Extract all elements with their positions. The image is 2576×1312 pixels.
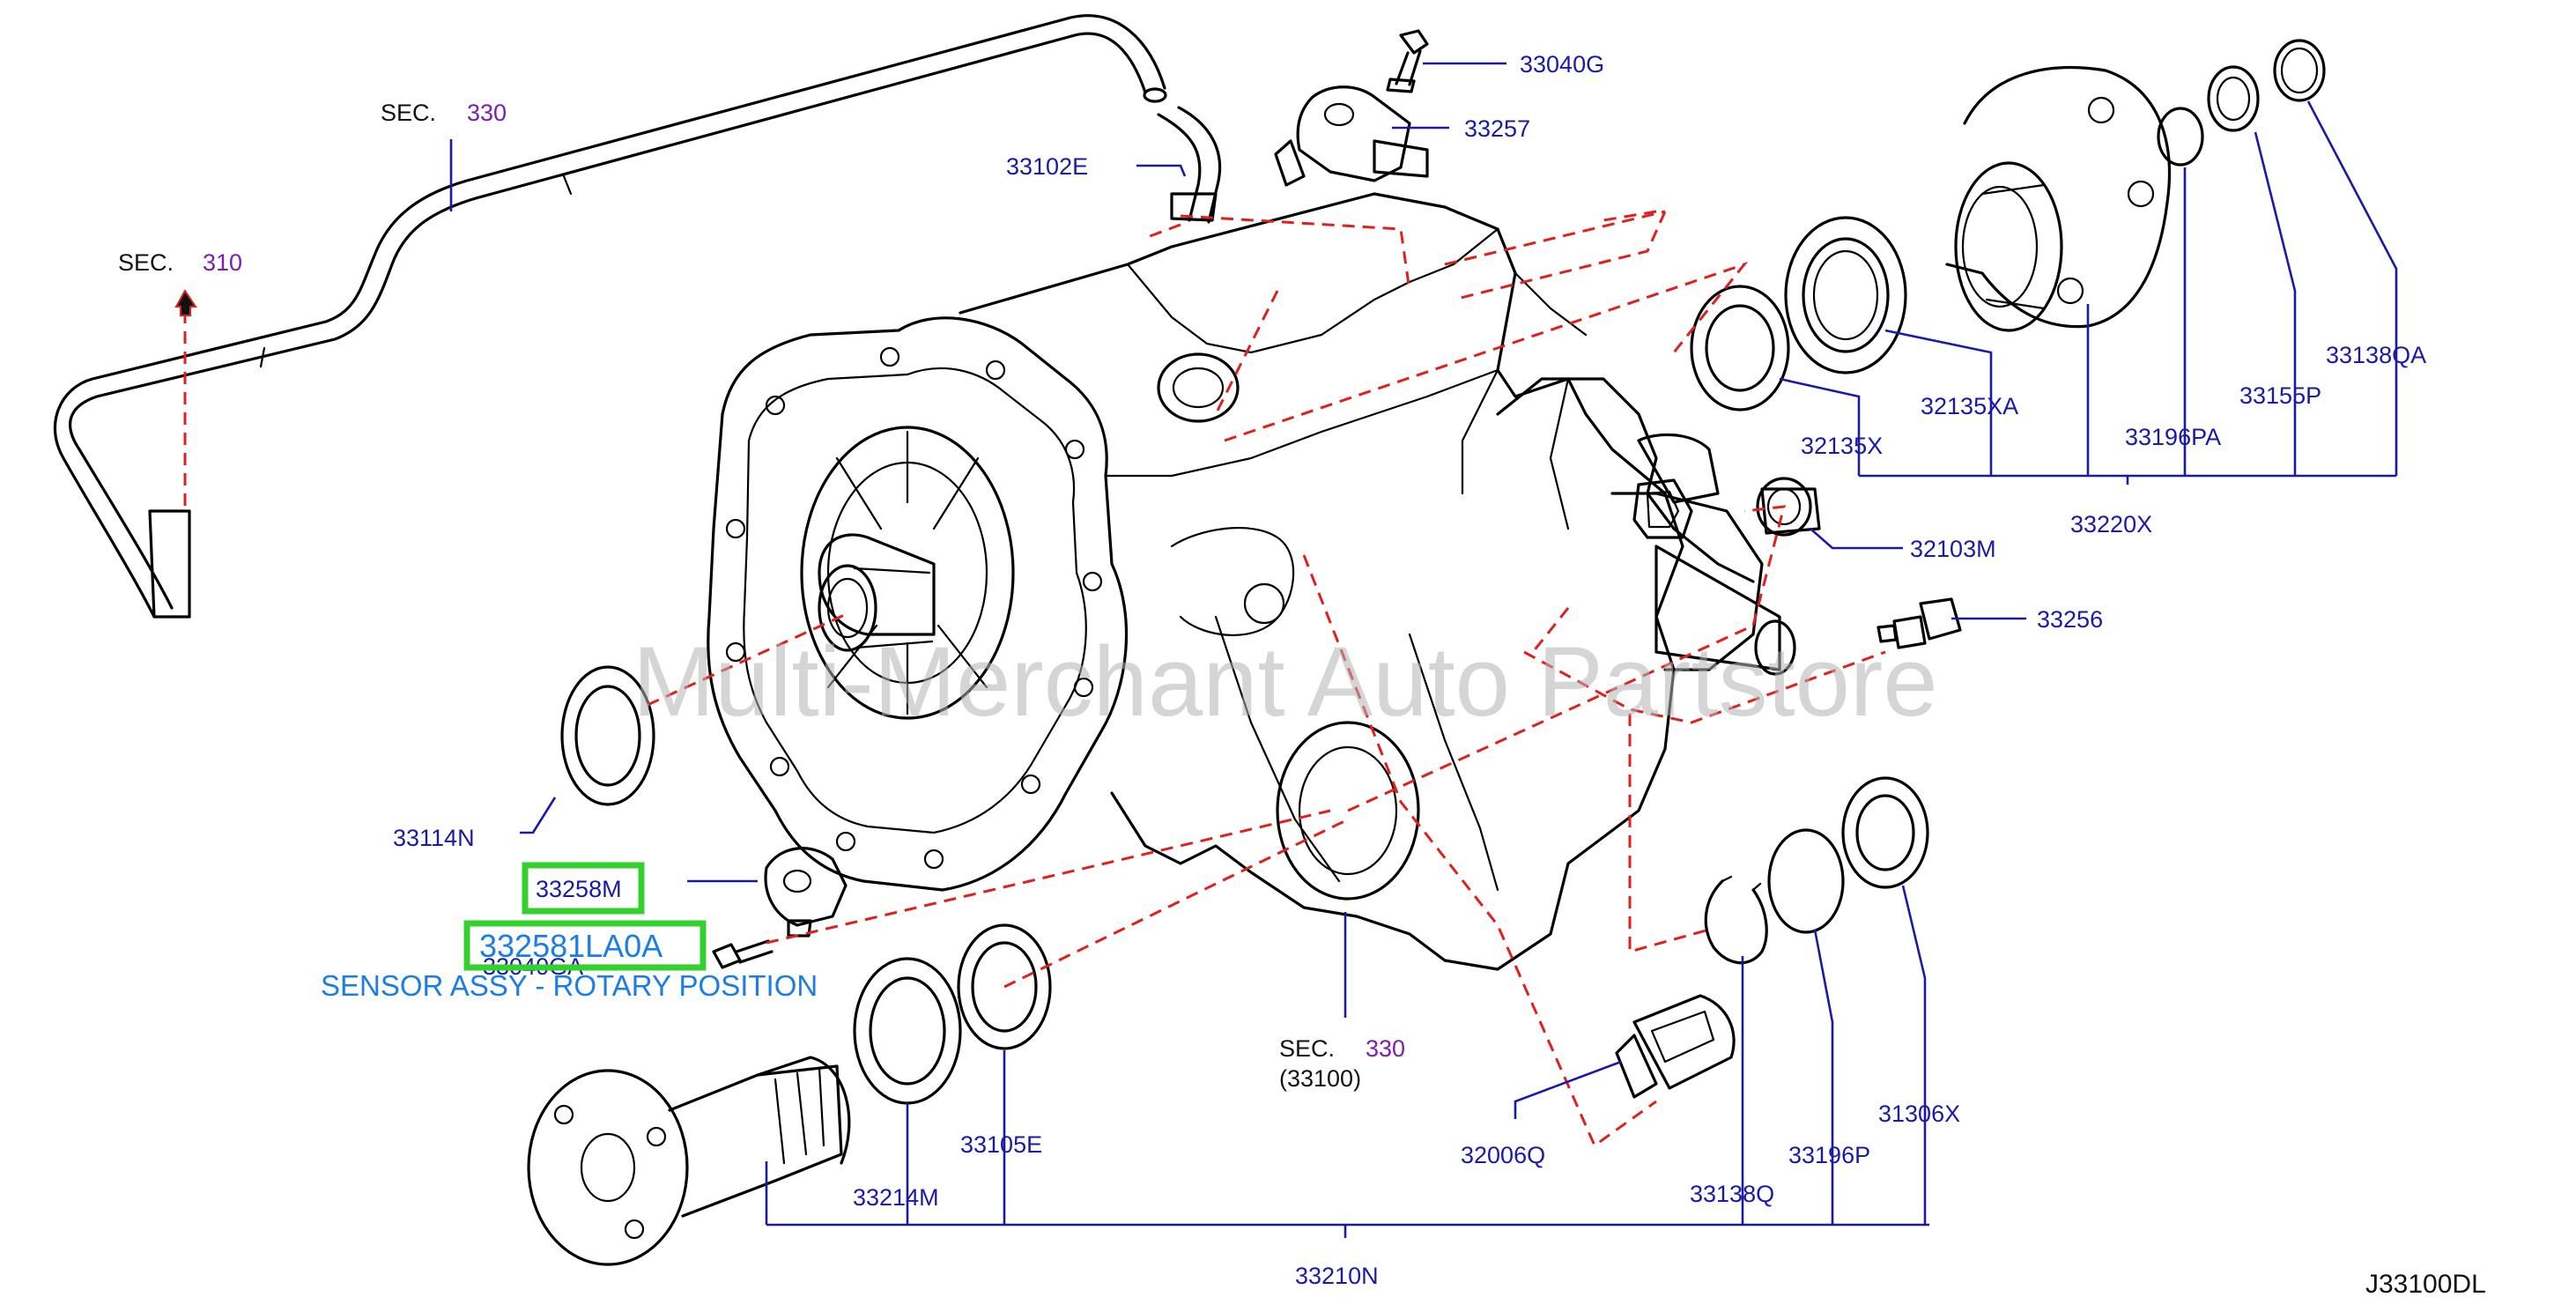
selected-part-number[interactable]: 332581LA0A: [479, 928, 663, 964]
vent-hose: [53, 14, 1167, 619]
label-33138qa[interactable]: 33138QA: [2326, 342, 2426, 368]
highlight-33258m[interactable]: 33258M: [522, 862, 645, 915]
section-ref-310[interactable]: SEC. 310: [118, 249, 242, 316]
label-33210n[interactable]: 33210N: [1295, 1263, 1379, 1289]
section-prefix: SEC.: [381, 100, 436, 126]
oil-seal-33105e: [957, 923, 1052, 1050]
bolt-33040g: [1386, 29, 1429, 93]
label-33220x[interactable]: 33220X: [2070, 511, 2152, 537]
label-33196pa[interactable]: 33196PA: [2125, 424, 2221, 450]
sensor-32006q: [1615, 994, 1736, 1099]
highlight-selected-part[interactable]: 332581LA0A SENSOR ASSY - ROTARY POSITION: [321, 920, 818, 1002]
label-33040g[interactable]: 33040G: [1520, 51, 1604, 78]
label-33138q[interactable]: 33138Q: [1690, 1181, 1774, 1207]
label-31306x[interactable]: 31306X: [1878, 1101, 1960, 1127]
plug-32103m: [1756, 477, 1821, 537]
rear-flange-33196pa: [1945, 66, 2171, 332]
arrow-up-icon: [174, 289, 197, 316]
label-33258m[interactable]: 33258M: [536, 876, 622, 902]
bearing-32135x: [1690, 285, 1790, 411]
section-ref-330-bottom[interactable]: SEC. 330 (33100): [1279, 1035, 1405, 1092]
section-number: 330: [467, 100, 507, 126]
section-prefix: SEC.: [118, 249, 174, 276]
label-33105e[interactable]: 33105E: [960, 1131, 1042, 1158]
label-32006q[interactable]: 32006Q: [1461, 1142, 1545, 1168]
companion-flange-33210n: [527, 1056, 851, 1266]
transfer-case-housing: [707, 192, 1796, 971]
oil-seal-33214m: [853, 957, 962, 1105]
bolt-33040ga: [712, 939, 774, 969]
label-33102e[interactable]: 33102E: [1006, 153, 1088, 180]
label-32135x[interactable]: 32135X: [1801, 433, 1883, 459]
section-prefix: SEC.: [1279, 1035, 1335, 1062]
rotary-position-sensor[interactable]: [764, 847, 848, 938]
section-number: 310: [203, 249, 242, 276]
selected-part-description: SENSOR ASSY - ROTARY POSITION: [321, 969, 818, 1002]
highlight-box-selected: [463, 920, 707, 971]
leader-lines: [449, 62, 2398, 1238]
label-33214m[interactable]: 33214M: [853, 1184, 939, 1211]
label-32103m[interactable]: 32103M: [1910, 536, 1996, 562]
snap-ring-33138q: [1704, 875, 1768, 965]
oil-seal-32135xa: [1784, 216, 1907, 374]
o-ring-33196pa: [2157, 107, 2204, 167]
switch-33256: [1876, 597, 1962, 649]
o-ring-33196p: [1767, 828, 1845, 934]
alignment-lines: [183, 210, 1886, 1148]
section-ref-330-top[interactable]: SEC. 330: [381, 100, 507, 126]
label-33155p[interactable]: 33155P: [2239, 382, 2321, 409]
label-33196p[interactable]: 33196P: [1788, 1142, 1870, 1168]
watermark: Multi-Merchant Auto Partstore: [633, 626, 1937, 737]
o-ring-33138qa: [2273, 39, 2326, 102]
hose-33102e: [1157, 106, 1222, 224]
label-33114n[interactable]: 33114N: [393, 825, 475, 851]
section-sub-number: (33100): [1279, 1065, 1361, 1092]
label-32135xa[interactable]: 32135XA: [1921, 393, 2018, 419]
oil-seal-33114n: [560, 665, 655, 806]
washer-33155p: [2207, 65, 2260, 132]
label-33257[interactable]: 33257: [1464, 115, 1530, 142]
bearing-31306x: [1841, 776, 1929, 889]
diagram-code: J33100DL: [2365, 1270, 2486, 1299]
label-33256[interactable]: 33256: [2037, 606, 2103, 633]
sensor-33257: [1274, 85, 1429, 187]
section-number: 330: [1366, 1035, 1405, 1062]
highlight-box-33258m: [522, 862, 645, 915]
